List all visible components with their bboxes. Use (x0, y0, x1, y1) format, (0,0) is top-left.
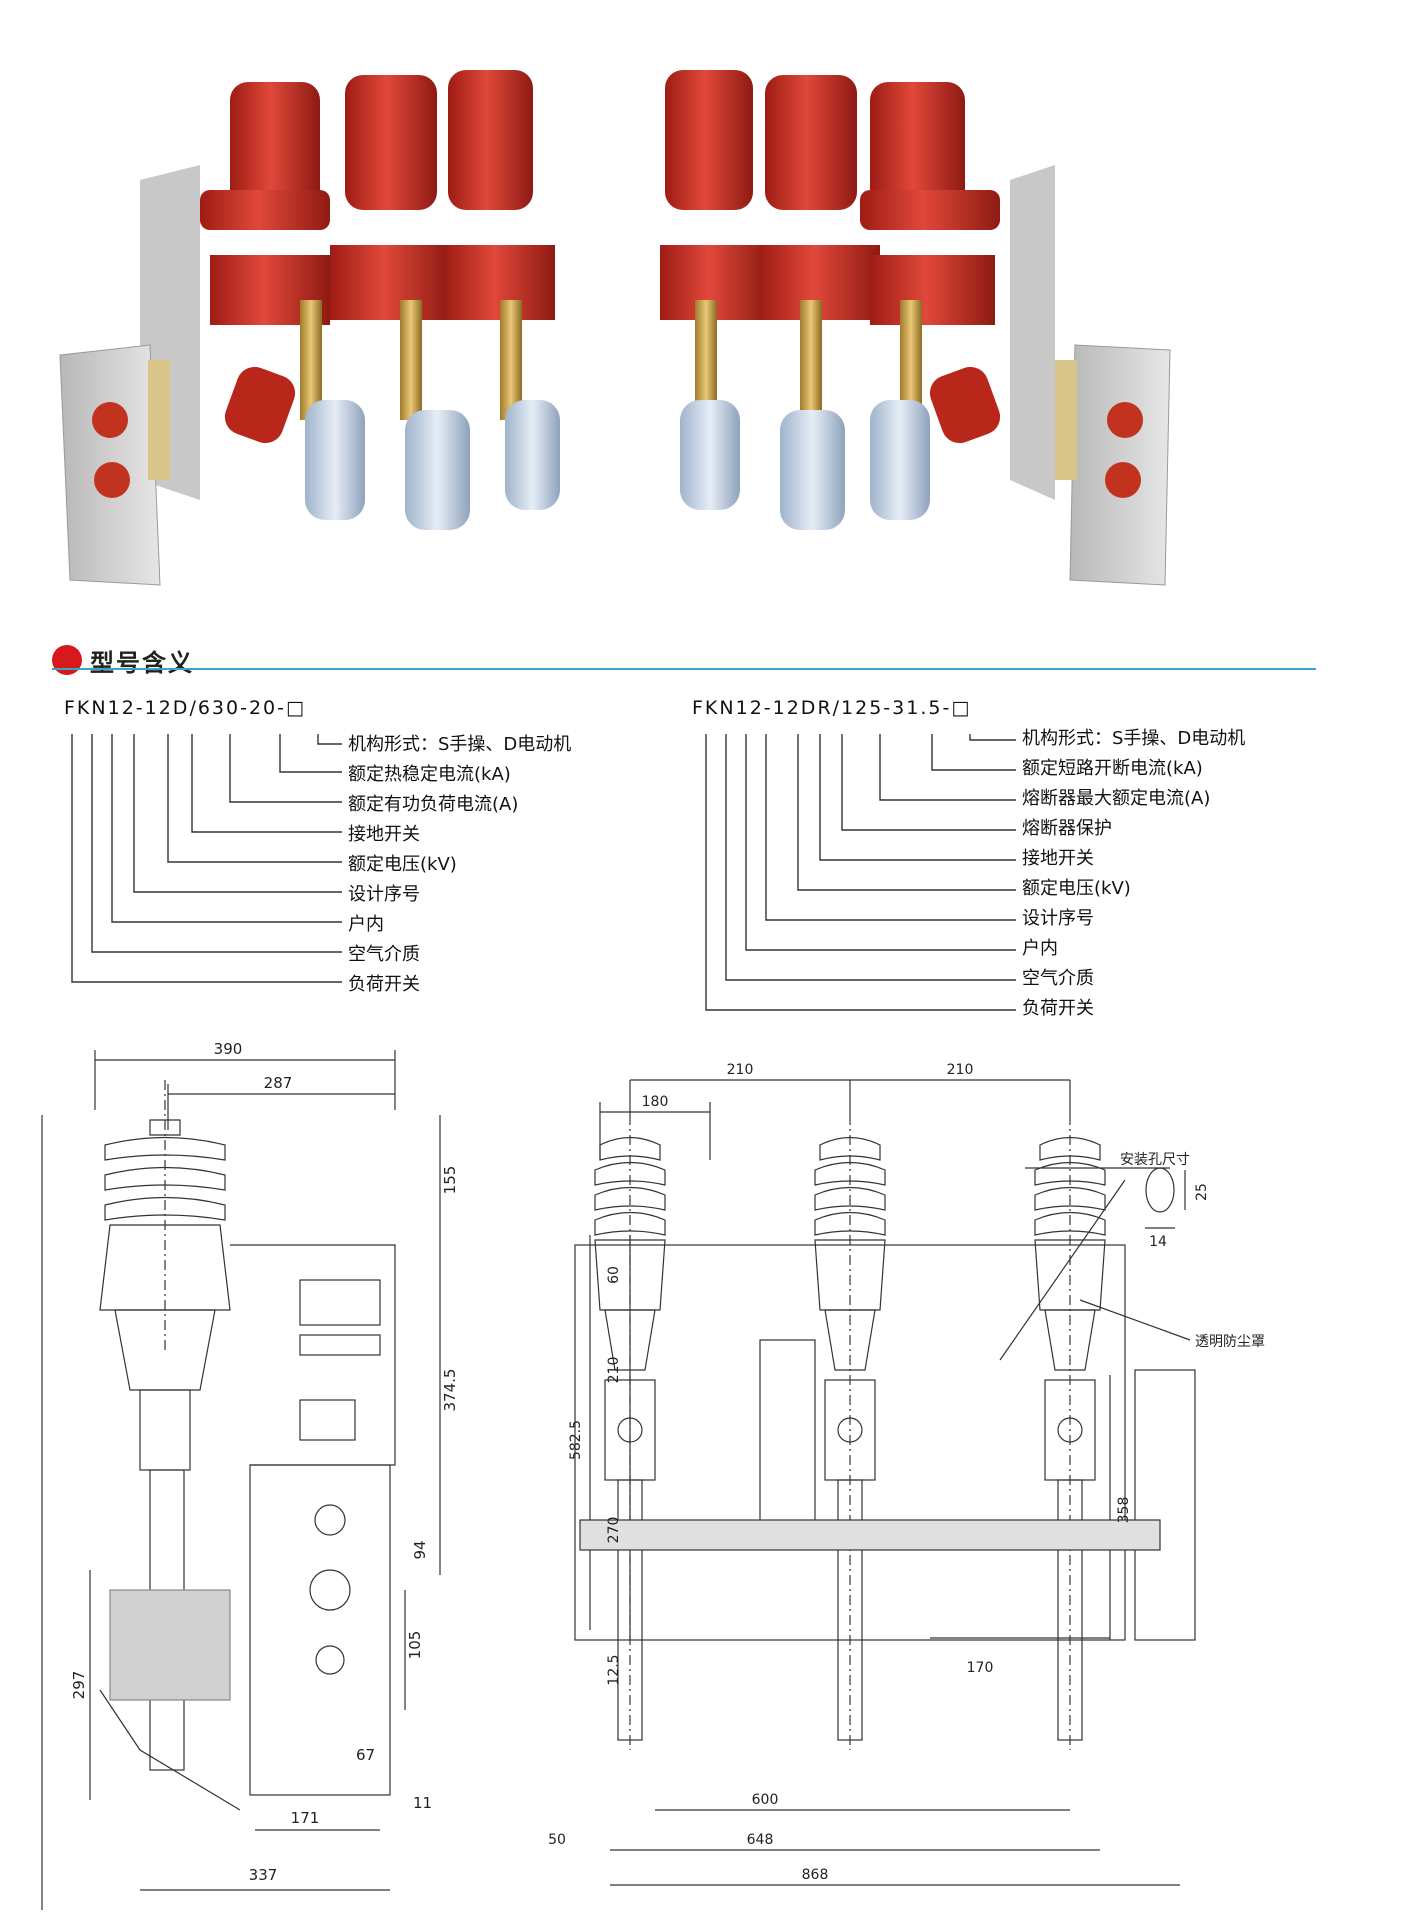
dim-label: 12.5 (606, 1654, 622, 1685)
model-tree-left-lines (71, 734, 342, 983)
model-left-item: 接地开关 (348, 824, 420, 845)
model-right-item: 户内 (1022, 938, 1058, 959)
section-divider (52, 668, 1316, 670)
right-switch-unit (660, 70, 1171, 586)
dim-label: 390 (214, 1040, 243, 1058)
section-header: 型号含义 (52, 640, 194, 680)
left-pole-3 (445, 70, 560, 510)
dim-label: 210 (947, 1062, 974, 1078)
dim-label: 25 (1194, 1183, 1210, 1201)
model-left-items: 机构形式：S手操、D电动机 额定热稳定电流(kA) 额定有功负荷电流(A) 接地… (348, 730, 571, 1000)
model-left-item: 空气介质 (348, 944, 420, 965)
model-right-item: 熔断器最大额定电流(A) (1022, 788, 1211, 809)
dim-label: 648 (747, 1832, 774, 1848)
dim-label: 210 (606, 1357, 622, 1384)
dim-label: 170 (967, 1660, 994, 1676)
dim-label: 868 (802, 1867, 829, 1883)
front-view-drawing: 210 210 180 60 210 582.5 270 12.5 358 17… (548, 1062, 1265, 1886)
bullet-dot-icon (52, 645, 82, 675)
model-left-item: 机构形式：S手操、D电动机 (348, 734, 572, 755)
model-right-item: 熔断器保护 (1022, 818, 1112, 839)
dim-label: 297 (70, 1671, 88, 1700)
model-right-item: 额定电压(kV) (1022, 878, 1131, 899)
dim-label: 210 (727, 1062, 754, 1078)
model-right-item: 机构形式：S手操、D电动机 (1022, 728, 1246, 749)
phase-c (1034, 1115, 1106, 1750)
model-right-item: 接地开关 (1022, 848, 1094, 869)
section-title: 型号含义 (90, 648, 194, 677)
left-pole-2 (330, 75, 470, 530)
dim-label: 94 (411, 1540, 429, 1559)
model-left-item: 户内 (348, 914, 384, 935)
dim-label: 50 (548, 1832, 566, 1848)
model-left-item: 额定热稳定电流(kA) (348, 764, 511, 785)
dim-label: 14 (1149, 1234, 1167, 1250)
model-tree-right-lines (705, 734, 1016, 1011)
model-code-left: FKN12-12D/630-20-□ (64, 697, 306, 719)
dim-label: 374.5 (441, 1369, 459, 1412)
model-right-item: 负荷开关 (1022, 998, 1094, 1019)
model-right-item: 设计序号 (1022, 908, 1094, 929)
model-left-item: 负荷开关 (348, 974, 420, 995)
model-right-item: 空气介质 (1022, 968, 1094, 989)
left-pole-1 (200, 82, 365, 520)
dim-label: 155 (441, 1166, 459, 1195)
model-right-item: 额定短路开断电流(kA) (1022, 758, 1203, 779)
model-left-item: 设计序号 (348, 884, 420, 905)
dim-label: 582.5 (568, 1420, 584, 1460)
right-pole-1 (660, 70, 770, 510)
product-photo (59, 70, 1171, 586)
mount-hole-label: 安装孔尺寸 (1120, 1152, 1190, 1168)
dim-label: 337 (249, 1866, 278, 1884)
dim-label: 67 (356, 1746, 375, 1764)
side-view-dims: 390 287 155 374.5 94 105 297 67 11 171 3… (70, 1040, 459, 1884)
dim-label: 270 (606, 1517, 622, 1544)
dim-label: 171 (291, 1809, 320, 1827)
dim-label: 105 (406, 1631, 424, 1660)
model-left-item: 额定有功负荷电流(A) (348, 794, 519, 815)
dim-label: 60 (606, 1266, 622, 1284)
dim-label: 600 (752, 1792, 779, 1808)
model-left-item: 额定电压(kV) (348, 854, 457, 875)
side-view-drawing: 390 287 155 374.5 94 105 297 67 11 171 3… (41, 1040, 459, 1910)
phase-b (814, 1115, 886, 1750)
dust-cover-label: 透明防尘罩 (1195, 1334, 1265, 1350)
model-right-items: 机构形式：S手操、D电动机 额定短路开断电流(kA) 熔断器最大额定电流(A) … (1022, 724, 1245, 1024)
dim-label: 358 (1116, 1497, 1132, 1524)
dim-label: 180 (642, 1094, 669, 1110)
right-pole-2 (760, 75, 880, 530)
dim-label: 11 (413, 1794, 432, 1812)
left-switch-unit (59, 70, 560, 586)
dim-label: 287 (264, 1074, 293, 1092)
right-pole-3 (860, 82, 1000, 520)
front-view-dims: 210 210 180 60 210 582.5 270 12.5 358 17… (548, 1062, 1265, 1883)
model-code-right: FKN12-12DR/125-31.5-□ (692, 697, 972, 719)
phase-a (594, 1115, 666, 1750)
